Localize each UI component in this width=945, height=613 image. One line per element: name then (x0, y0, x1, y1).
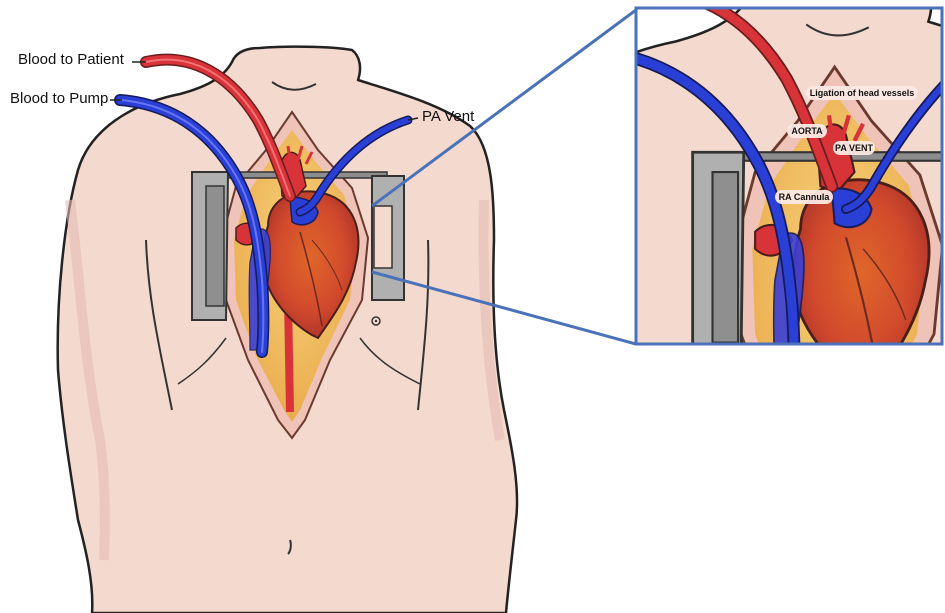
label-pa-vent: PA Vent (422, 108, 474, 125)
svg-text:AORTA: AORTA (791, 126, 823, 136)
svg-text:RA Cannula: RA Cannula (779, 192, 831, 202)
label-blood-to-patient: Blood to Patient (18, 51, 124, 68)
label-blood-to-pump: Blood to Pump (10, 90, 108, 107)
inset-label-ra-cannula: RA Cannula (775, 190, 833, 204)
svg-text:Ligation of head vessels: Ligation of head vessels (810, 88, 915, 98)
inset-label-ligation: Ligation of head vessels (806, 86, 918, 100)
inset-label-aorta: AORTA (787, 124, 827, 138)
inset-zoom: Ligation of head vessels AORTA PA VENT R… (502, 0, 945, 530)
svg-text:PA VENT: PA VENT (835, 143, 874, 153)
inset-label-pa-vent: PA VENT (833, 141, 875, 155)
